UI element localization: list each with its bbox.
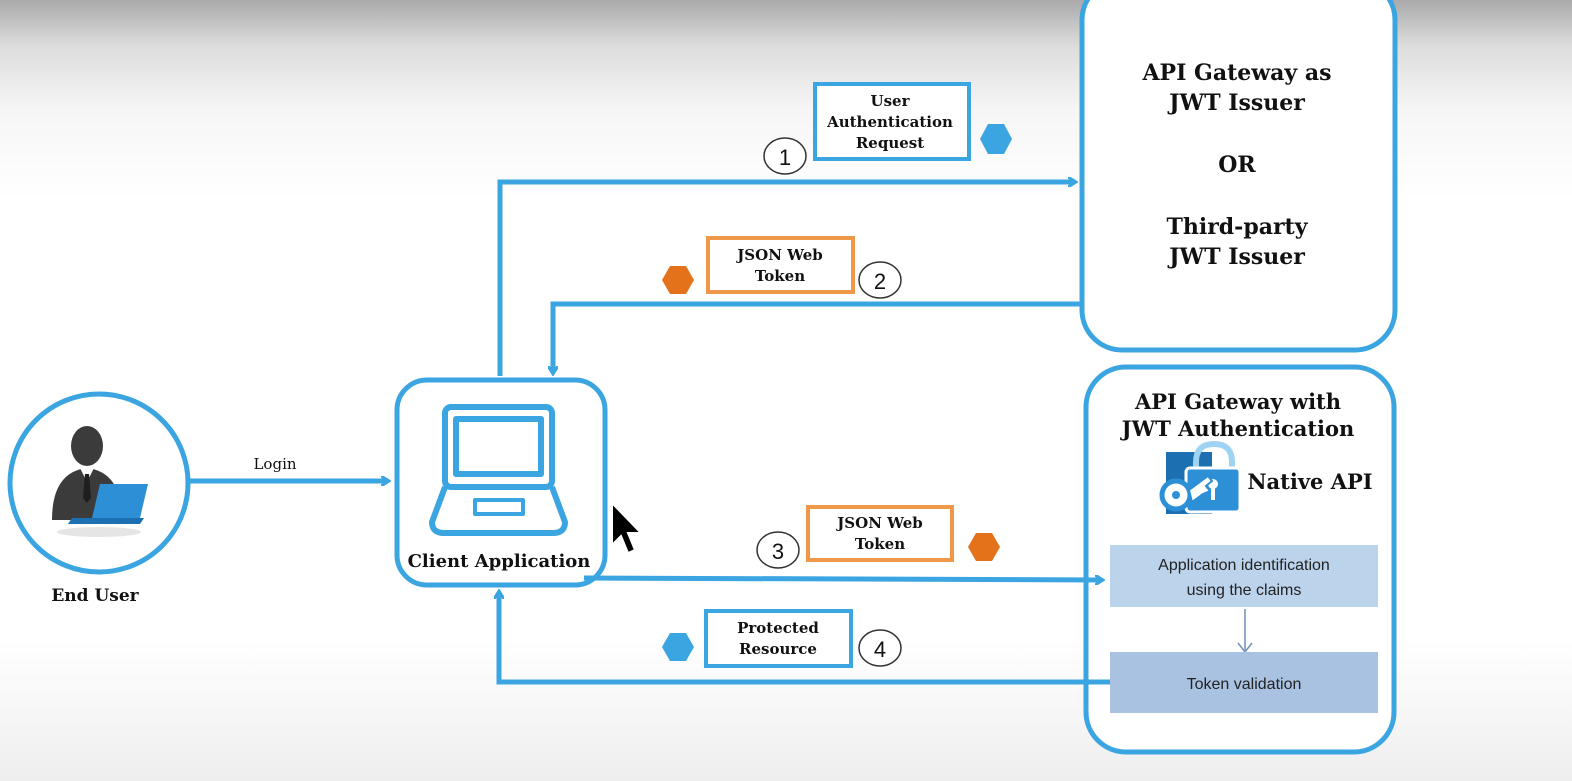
svg-text:Token: Token — [755, 267, 805, 285]
issuer-line-1: API Gateway as — [1141, 60, 1331, 86]
end-user-label: End User — [51, 586, 139, 606]
svg-text:1: 1 — [779, 145, 791, 170]
token-hexagon-icon-2 — [662, 266, 694, 294]
app-identification-line-1: Application identification — [1158, 557, 1330, 574]
svg-text:JSON Web: JSON Web — [835, 514, 923, 532]
api-gateway-node: API Gateway with JWT Authentication Nati… — [1083, 364, 1397, 755]
request-hexagon-icon — [980, 124, 1012, 154]
jwt-issuer-box — [1079, 0, 1398, 353]
resource-hexagon-icon — [662, 633, 694, 661]
lock-key-icon — [1159, 440, 1242, 514]
protected-resource-label: Protected Resource — [704, 609, 853, 668]
token-validation-label: Token validation — [1187, 676, 1302, 693]
laptop-icon — [429, 404, 568, 536]
token-validation-box — [1110, 652, 1378, 713]
mouse-cursor-icon — [611, 500, 644, 555]
gateway-title-1: API Gateway with — [1134, 389, 1341, 414]
flow-4-arrow — [499, 592, 1110, 685]
svg-text:Resource: Resource — [739, 640, 817, 658]
svg-text:2: 2 — [874, 269, 886, 294]
issuer-line-2: JWT Issuer — [1167, 90, 1305, 116]
user-with-laptop-icon — [52, 426, 148, 537]
svg-text:3: 3 — [772, 539, 784, 564]
flow-1-arrow — [497, 182, 1075, 376]
app-identification-box — [1110, 545, 1378, 607]
gateway-title-2: JWT Authentication — [1120, 416, 1355, 441]
step-2-badge: 2 — [858, 261, 902, 299]
json-web-token-label-3: JSON Web Token — [806, 505, 954, 562]
step-1-badge: 1 — [763, 137, 807, 175]
client-application-node: Client Application — [394, 377, 608, 588]
svg-text:User: User — [871, 92, 911, 110]
token-hexagon-icon-3 — [968, 533, 1000, 561]
svg-text:Request: Request — [856, 134, 924, 152]
app-identification-line-2: using the claims — [1187, 582, 1302, 599]
flow-2-arrow — [553, 301, 1082, 373]
step-3-badge: 3 — [756, 531, 800, 569]
svg-text:Protected: Protected — [737, 619, 819, 637]
issuer-line-4: JWT Issuer — [1167, 244, 1305, 270]
end-user-node: End User — [7, 391, 191, 606]
user-authentication-request-label: User Authentication Request — [813, 82, 971, 161]
client-application-label: Client Application — [408, 551, 591, 572]
flow-3-arrow — [583, 578, 1102, 580]
issuer-or: OR — [1218, 152, 1256, 178]
jwt-issuer-node: API Gateway as JWT Issuer OR Third-party… — [1079, 0, 1398, 353]
issuer-line-3: Third-party — [1166, 214, 1308, 240]
login-label: Login — [253, 455, 296, 473]
svg-text:JSON Web: JSON Web — [735, 246, 823, 264]
step-4-badge: 4 — [858, 629, 902, 667]
json-web-token-label-2: JSON Web Token — [706, 236, 855, 294]
native-api-label: Native API — [1247, 469, 1372, 494]
svg-text:Token: Token — [855, 535, 905, 553]
svg-text:Authentication: Authentication — [826, 113, 953, 131]
svg-text:4: 4 — [874, 637, 886, 662]
